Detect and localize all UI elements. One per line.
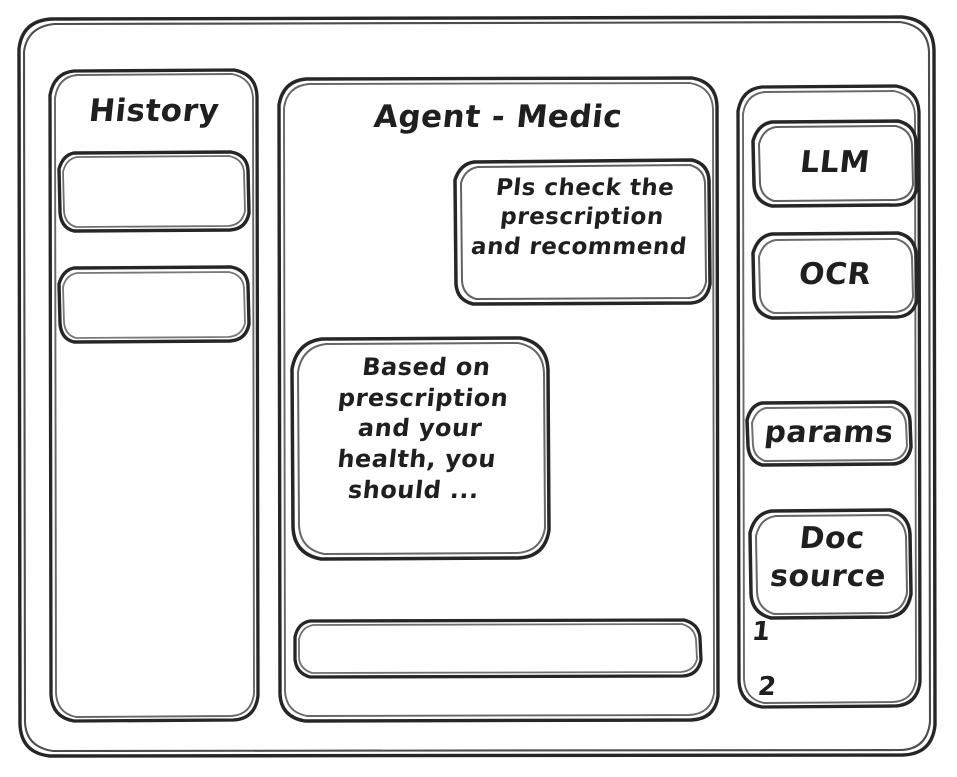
history-item[interactable] [57,150,251,233]
doc-source-list-item[interactable]: 1 [750,617,772,647]
history-panel-title: History [87,93,222,129]
tool-card-label: LLM [798,144,872,180]
tool-card-label: OCR [797,256,873,292]
tool-card-label: Doc source [768,521,888,595]
tool-card-label: params [762,414,896,450]
composer-input[interactable] [293,618,703,679]
tool-card-doc-source[interactable]: Doc source [748,508,913,620]
user-message-text: Pls check the prescription and recommend [469,175,689,260]
tool-card-ocr[interactable]: OCR [751,231,919,320]
agent-panel-title: Agent - Medic [372,99,625,135]
tool-card-llm[interactable]: LLM [751,119,919,208]
assistant-message-text: Based on prescription and your health, y… [336,353,510,504]
tool-card-params[interactable]: params [745,400,913,467]
history-item[interactable] [57,265,251,344]
assistant-message-bubble: Based on prescription and your health, y… [288,336,552,562]
user-message-bubble: Pls check the prescription and recommend [452,158,712,306]
doc-source-list-item[interactable]: 2 [756,672,778,702]
